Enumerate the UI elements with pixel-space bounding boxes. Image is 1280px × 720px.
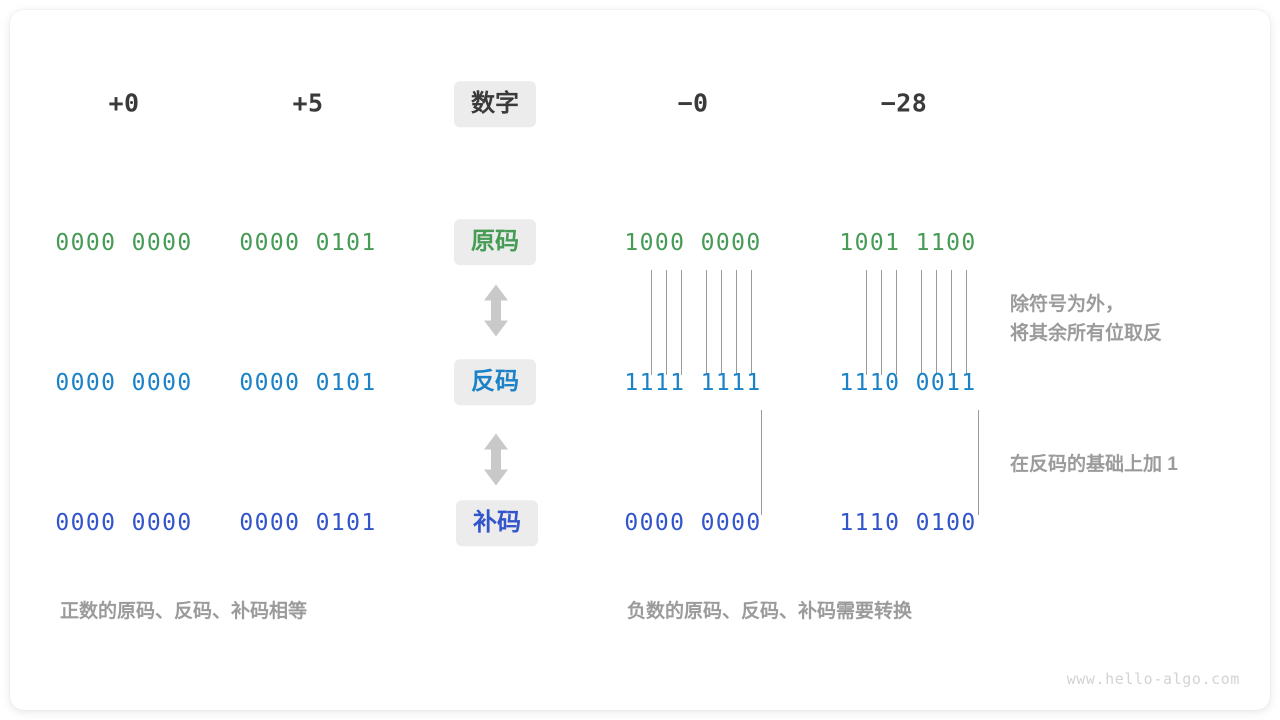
bit-connector-line xyxy=(921,270,922,375)
inverse-form-plus-zero: 0000 0000 xyxy=(55,370,193,396)
bit-connector-line xyxy=(881,270,882,375)
row-label-true-form: 原码 xyxy=(454,219,536,265)
column-header-minus-zero: −0 xyxy=(677,88,709,118)
annotation-invert-bits: 除符号为外， 将其余所有位取反 xyxy=(1010,294,1163,345)
bit-connector-line xyxy=(966,270,967,375)
bit-connector-line xyxy=(681,270,682,375)
bit-connector-line xyxy=(951,270,952,375)
inverse-form-minus-twentyeight: 1110 0011 xyxy=(839,370,977,396)
complement-form-plus-five: 0000 0101 xyxy=(239,510,377,536)
carry-connector-line xyxy=(978,410,979,515)
up-down-arrow-icon-true-to-inverse xyxy=(481,283,511,344)
up-down-arrow-icon-inverse-to-complement xyxy=(481,432,511,493)
bit-connector-line xyxy=(896,270,897,375)
inverse-form-plus-five: 0000 0101 xyxy=(239,370,377,396)
complement-form-minus-zero: 0000 0000 xyxy=(624,510,762,536)
bit-connector-line xyxy=(706,270,707,375)
caption-negative: 负数的原码、反码、补码需要转换 xyxy=(627,601,913,622)
watermark: www.hello-algo.com xyxy=(1066,670,1240,688)
annotation-add-one: 在反码的基础上加 1 xyxy=(1010,454,1178,475)
bit-connector-line xyxy=(721,270,722,375)
caption-positive: 正数的原码、反码、补码相等 xyxy=(60,601,308,622)
true-form-plus-five: 0000 0101 xyxy=(239,230,377,256)
true-form-minus-twentyeight: 1001 1100 xyxy=(839,230,977,256)
diagram-stage: +0 +5 数字 −0 −28 0000 0000 0000 0101 原码 1… xyxy=(10,10,1270,710)
row-label-number: 数字 xyxy=(454,81,536,127)
true-form-minus-zero: 1000 0000 xyxy=(624,230,762,256)
row-label-complement-form: 补码 xyxy=(456,500,538,546)
bit-connector-line xyxy=(866,270,867,375)
carry-connector-line xyxy=(761,410,762,515)
bit-connector-line xyxy=(936,270,937,375)
bit-connector-line xyxy=(666,270,667,375)
inverse-form-minus-zero: 1111 1111 xyxy=(624,370,762,396)
bit-connector-line xyxy=(751,270,752,375)
complement-form-plus-zero: 0000 0000 xyxy=(55,510,193,536)
bit-connector-line xyxy=(736,270,737,375)
row-label-inverse-form: 反码 xyxy=(454,359,536,405)
column-header-plus-five: +5 xyxy=(292,88,324,118)
true-form-plus-zero: 0000 0000 xyxy=(55,230,193,256)
bit-connector-line xyxy=(651,270,652,375)
figure-card: +0 +5 数字 −0 −28 0000 0000 0000 0101 原码 1… xyxy=(10,10,1270,710)
column-header-minus-twentyeight: −28 xyxy=(880,88,928,118)
column-header-plus-zero: +0 xyxy=(108,88,140,118)
complement-form-minus-twentyeight: 1110 0100 xyxy=(839,510,977,536)
